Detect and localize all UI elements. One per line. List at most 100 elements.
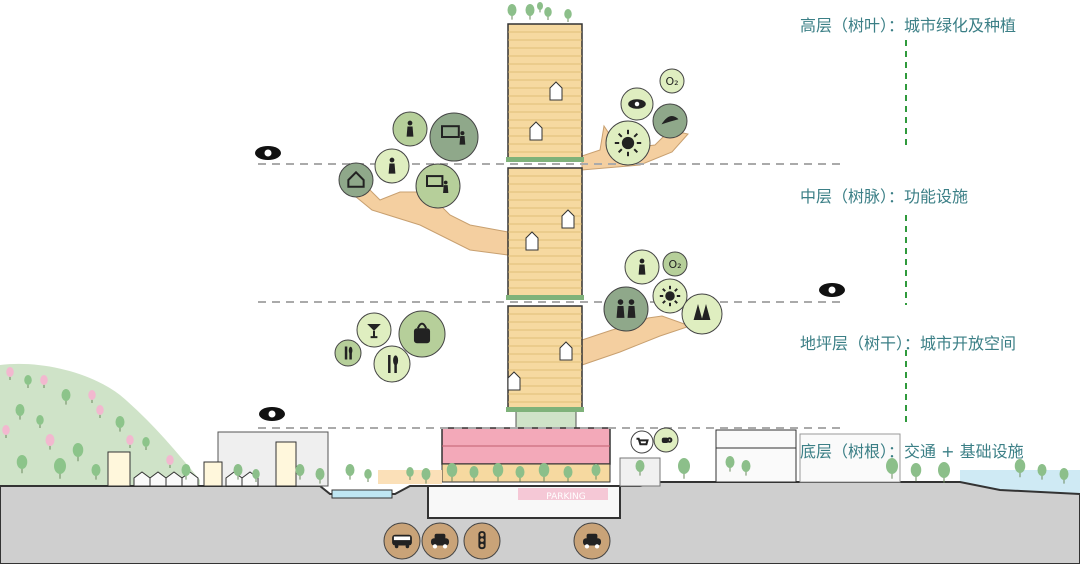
tree (537, 2, 543, 13)
tower-window (559, 341, 573, 361)
bird-icon (652, 103, 688, 139)
tower-window (525, 231, 539, 251)
tower-window (561, 209, 575, 229)
tree (446, 463, 458, 482)
tree (1014, 459, 1026, 478)
meeting-icon (392, 111, 428, 147)
tree (364, 469, 372, 482)
layer-label-base: 底层（树根）：交通 + 基础设施 (800, 442, 1024, 461)
tree (544, 7, 552, 20)
telescope-icon (624, 249, 660, 285)
icon-bubbles: O₂ O₂ (334, 68, 723, 560)
tree (295, 464, 305, 480)
tree (345, 464, 355, 480)
branch-mid-left (348, 189, 509, 256)
coffee-icon (653, 427, 679, 453)
tree (126, 435, 134, 448)
tree (115, 416, 125, 432)
parking-car-icon (573, 522, 611, 560)
bus-icon (383, 522, 421, 560)
tower-block (506, 23, 584, 162)
small-houses (133, 471, 259, 487)
tower-window (529, 121, 543, 141)
tree (525, 4, 535, 20)
tree (166, 455, 174, 468)
tree (421, 468, 431, 484)
canal-water (331, 489, 393, 499)
tree (142, 437, 150, 450)
tree (252, 469, 260, 482)
dining-icon (373, 345, 411, 383)
tree (16, 455, 28, 474)
podium-ground-floor (441, 463, 611, 483)
shopping-cart-icon (630, 430, 654, 454)
eye-icon (819, 283, 845, 297)
shopping-bag-icon (398, 310, 446, 358)
tree (1059, 468, 1069, 484)
tree (564, 9, 572, 22)
tree (36, 415, 44, 428)
tourist-icon (374, 148, 410, 184)
parking-label: PARKING (546, 492, 586, 502)
forest-icon (681, 293, 723, 335)
tree (6, 367, 14, 380)
presentation-icon (429, 112, 479, 162)
people-icon (603, 286, 649, 332)
o2-icon: O₂ (659, 68, 685, 94)
house-icon (338, 162, 374, 198)
tree (492, 463, 504, 482)
tree (61, 389, 71, 405)
tree (91, 464, 101, 480)
tree (635, 460, 645, 476)
tree (507, 4, 517, 20)
sun-icon (652, 278, 688, 314)
tree (96, 405, 104, 418)
tree (741, 460, 751, 476)
tower-window (549, 81, 563, 101)
green-hill (0, 363, 200, 490)
cocktail-icon (356, 312, 392, 348)
tree (315, 468, 325, 484)
tree (725, 456, 735, 472)
classroom-icon (415, 163, 461, 209)
tree (591, 464, 601, 480)
svg-text:O₂: O₂ (665, 75, 678, 88)
tree (938, 462, 950, 483)
tree (24, 375, 32, 388)
tree (233, 464, 243, 480)
parking-ramp (518, 488, 608, 500)
tower-window (507, 371, 521, 391)
svg-text:O₂: O₂ (668, 258, 681, 271)
tree (40, 375, 48, 388)
tree (910, 463, 922, 482)
tree (406, 467, 414, 480)
tree (15, 404, 25, 420)
tree (538, 463, 550, 482)
layer-label-ground: 地坪层（树干）：城市开放空间 (800, 334, 1017, 353)
hotdog-icon (334, 339, 362, 367)
tower-block (506, 167, 584, 300)
layer-label-high: 高层（树叶）：城市绿化及种植 (800, 16, 1017, 35)
tree (469, 466, 479, 482)
viewpoints (255, 146, 845, 421)
taxi-icon (421, 522, 459, 560)
trees (2, 2, 1069, 484)
sun-icon (605, 120, 651, 166)
o2-icon: O₂ (662, 251, 688, 277)
tree (563, 466, 573, 482)
eye-icon (259, 407, 285, 421)
tree (1037, 464, 1047, 480)
tree (2, 425, 10, 438)
tree (886, 458, 898, 479)
tree (181, 464, 191, 480)
tree (515, 466, 525, 482)
tree (678, 458, 690, 479)
tree (88, 390, 96, 403)
tree (72, 443, 84, 462)
tower-blocks (506, 23, 584, 412)
layer-label-middle: 中层（树脉）：功能设施 (800, 187, 969, 206)
eye-icon (620, 87, 654, 121)
tree (54, 458, 66, 479)
